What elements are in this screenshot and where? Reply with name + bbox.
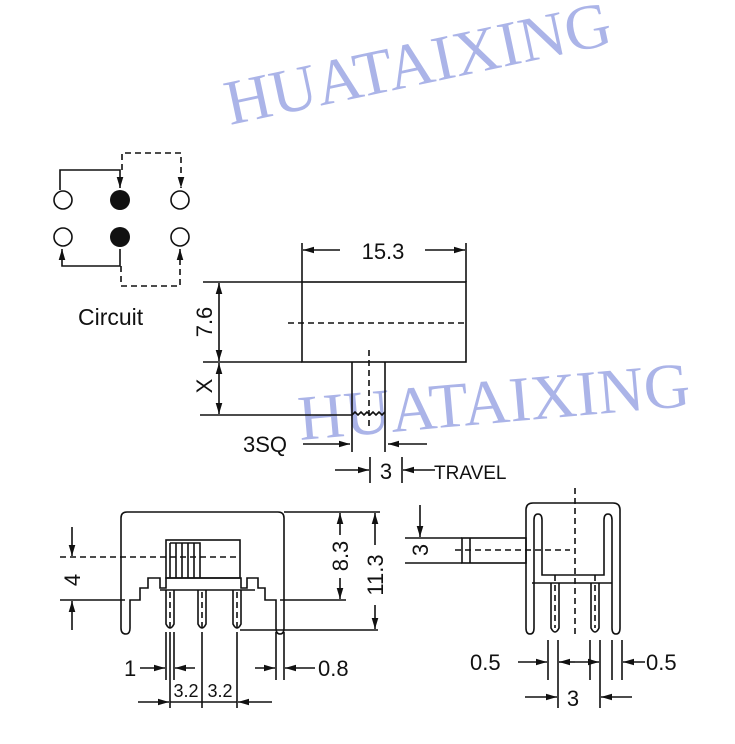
- pin-width-left-dimension: 0.5: [470, 650, 501, 675]
- pitch-dimension-2: 3.2: [207, 681, 232, 701]
- width-dimension: 15.3: [362, 239, 405, 264]
- front-view: 4 8.3 11.3 1 0.8 3.2 3.2: [60, 511, 388, 708]
- pin-width-right-dimension: 0.5: [646, 650, 677, 675]
- leg-width-dimension: 0.8: [318, 656, 349, 681]
- actuator-height-dimension: X: [192, 378, 217, 393]
- top-view: 15.3 7.6 X 3SQ 3 TRAVEL: [192, 239, 507, 484]
- terminal: [53, 190, 73, 210]
- travel-label: TRAVEL: [434, 463, 507, 484]
- pitch-dimension-1: 3.2: [173, 681, 198, 701]
- terminal-common: [110, 190, 130, 210]
- side-view: 3 0.5 0.5 3: [405, 488, 677, 711]
- travel-dimension: 3: [380, 459, 392, 484]
- watermark: HUATAIXING: [218, 0, 617, 139]
- circuit-label: Circuit: [78, 304, 144, 330]
- pin-pitch-dimension: 3: [567, 686, 579, 711]
- pin-offset-dimension: 4: [60, 574, 85, 586]
- terminal: [53, 227, 73, 247]
- overall-height-dimension: 11.3: [363, 554, 388, 595]
- terminal: [170, 227, 190, 247]
- terminal: [170, 190, 190, 210]
- actuator-width-dimension: 3: [408, 544, 433, 556]
- actuator-size-dimension: 3SQ: [243, 432, 287, 457]
- height-dimension: 7.6: [192, 307, 217, 338]
- pin-width-dimension: 1: [124, 656, 136, 681]
- watermark: HUATAIXING: [295, 349, 693, 454]
- body-height-dimension: 8.3: [328, 541, 353, 572]
- terminal-common: [110, 227, 130, 247]
- circuit-diagram: Circuit: [53, 152, 190, 330]
